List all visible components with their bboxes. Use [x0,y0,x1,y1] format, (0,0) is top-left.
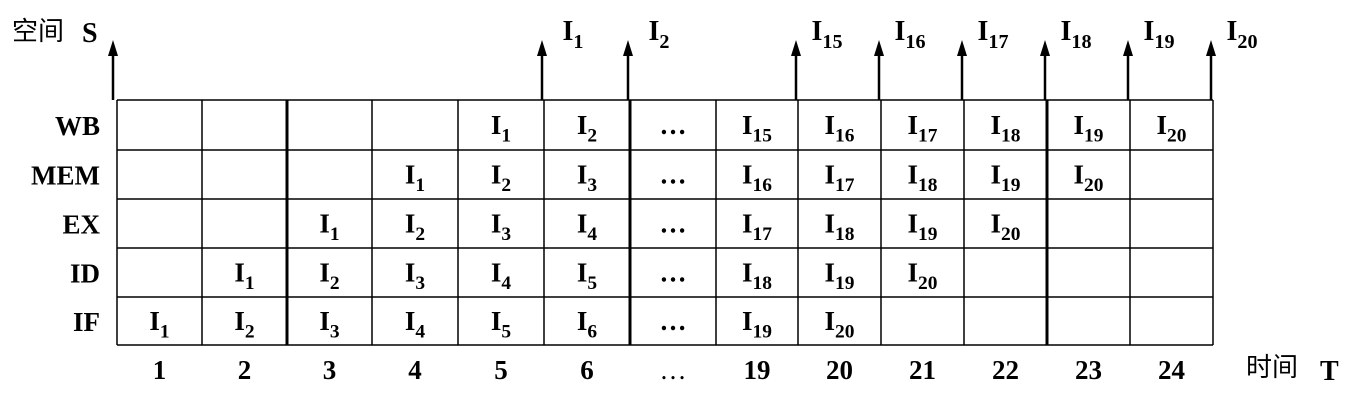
instruction-cell: I15 [742,110,772,147]
completion-arrow-head [957,40,967,56]
completion-label: I16 [894,16,925,53]
column-label: 21 [909,355,936,385]
stage-label: MEM [31,161,100,191]
column-label: 4 [408,355,422,385]
column-label: 19 [744,355,771,385]
completion-label: I18 [1060,16,1091,53]
instruction-cell: I6 [577,306,598,343]
instruction-cell: I19 [991,160,1021,197]
ellipsis-cell: … [660,258,687,288]
instruction-cell: I18 [908,160,938,197]
time-axis-label: 时间 [1246,353,1298,383]
instruction-cell: I4 [577,209,598,246]
column-label: 23 [1075,355,1102,385]
completion-arrow-head [1123,40,1133,56]
ellipsis-cell: … [660,110,687,140]
instruction-cell: I1 [405,160,425,197]
instruction-cell: I1 [149,306,169,343]
instruction-cell: I19 [825,258,855,295]
instruction-cell: I20 [991,209,1021,246]
instruction-cell: I4 [491,258,512,295]
completion-label: I19 [1143,16,1174,53]
completion-arrow-head [1040,40,1050,56]
instruction-cell: I2 [491,160,511,197]
pipeline-grid [116,99,1214,346]
instruction-cell: I18 [991,110,1021,147]
column-label: 5 [494,355,508,385]
stage-label: EX [62,210,100,240]
time-axis-symbol: T [1320,356,1339,387]
instruction-cell: I20 [1074,160,1104,197]
instruction-cell: I18 [742,258,772,295]
instruction-cell: I20 [825,306,855,343]
instruction-cell: I19 [1074,110,1104,147]
instruction-cell: I20 [908,258,938,295]
ellipsis-cell: … [660,160,687,190]
instruction-cell: I2 [234,306,254,343]
space-axis-arrow-head [108,40,118,56]
ellipsis-cell: … [660,209,687,239]
instruction-cell: I19 [908,209,938,246]
completion-arrows [108,40,1216,100]
completion-label: I20 [1226,16,1257,53]
column-label: … [660,355,687,385]
instruction-cell: I1 [491,110,511,147]
instruction-cell: I17 [742,209,772,246]
instruction-cell: I2 [319,258,339,295]
completion-arrow-head [791,40,801,56]
completion-arrow-head [623,40,633,56]
instruction-cell: I16 [742,160,772,197]
instruction-cell: I5 [577,258,597,295]
instruction-cell: I1 [319,209,339,246]
instruction-cell: I1 [234,258,254,295]
space-axis-label: 空间 [12,17,64,47]
instruction-cell: I19 [742,306,772,343]
column-label: 3 [323,355,337,385]
column-label: 2 [238,355,252,385]
completion-label: I1 [563,16,584,53]
completion-label: I17 [977,16,1008,53]
instruction-cell: I4 [405,306,426,343]
ellipsis-cell: … [660,306,687,336]
instruction-cell: I2 [405,209,425,246]
instruction-cell: I3 [577,160,598,197]
instruction-cell: I3 [405,258,426,295]
instruction-cell: I3 [319,306,340,343]
instruction-cell: I5 [491,306,511,343]
column-label: 6 [580,355,594,385]
completion-label: I15 [811,16,842,53]
completion-label: I2 [649,16,670,53]
completion-arrow-head [537,40,547,56]
stage-label: IF [73,307,100,337]
column-label: 1 [153,355,167,385]
instruction-cell: I3 [491,209,512,246]
stage-label: ID [70,259,100,289]
completion-arrow-head [874,40,884,56]
space-axis-symbol: S [82,18,98,49]
instruction-cell: I17 [908,110,938,147]
instruction-cell: I20 [1157,110,1187,147]
column-label: 20 [826,355,853,385]
column-label: 24 [1158,355,1185,385]
instruction-cell: I18 [825,209,855,246]
completion-arrow-head [1206,40,1216,56]
column-label: 22 [992,355,1019,385]
instruction-cell: I16 [825,110,855,147]
stage-label: WB [55,111,100,141]
instruction-cell: I17 [825,160,855,197]
instruction-cell: I2 [577,110,597,147]
